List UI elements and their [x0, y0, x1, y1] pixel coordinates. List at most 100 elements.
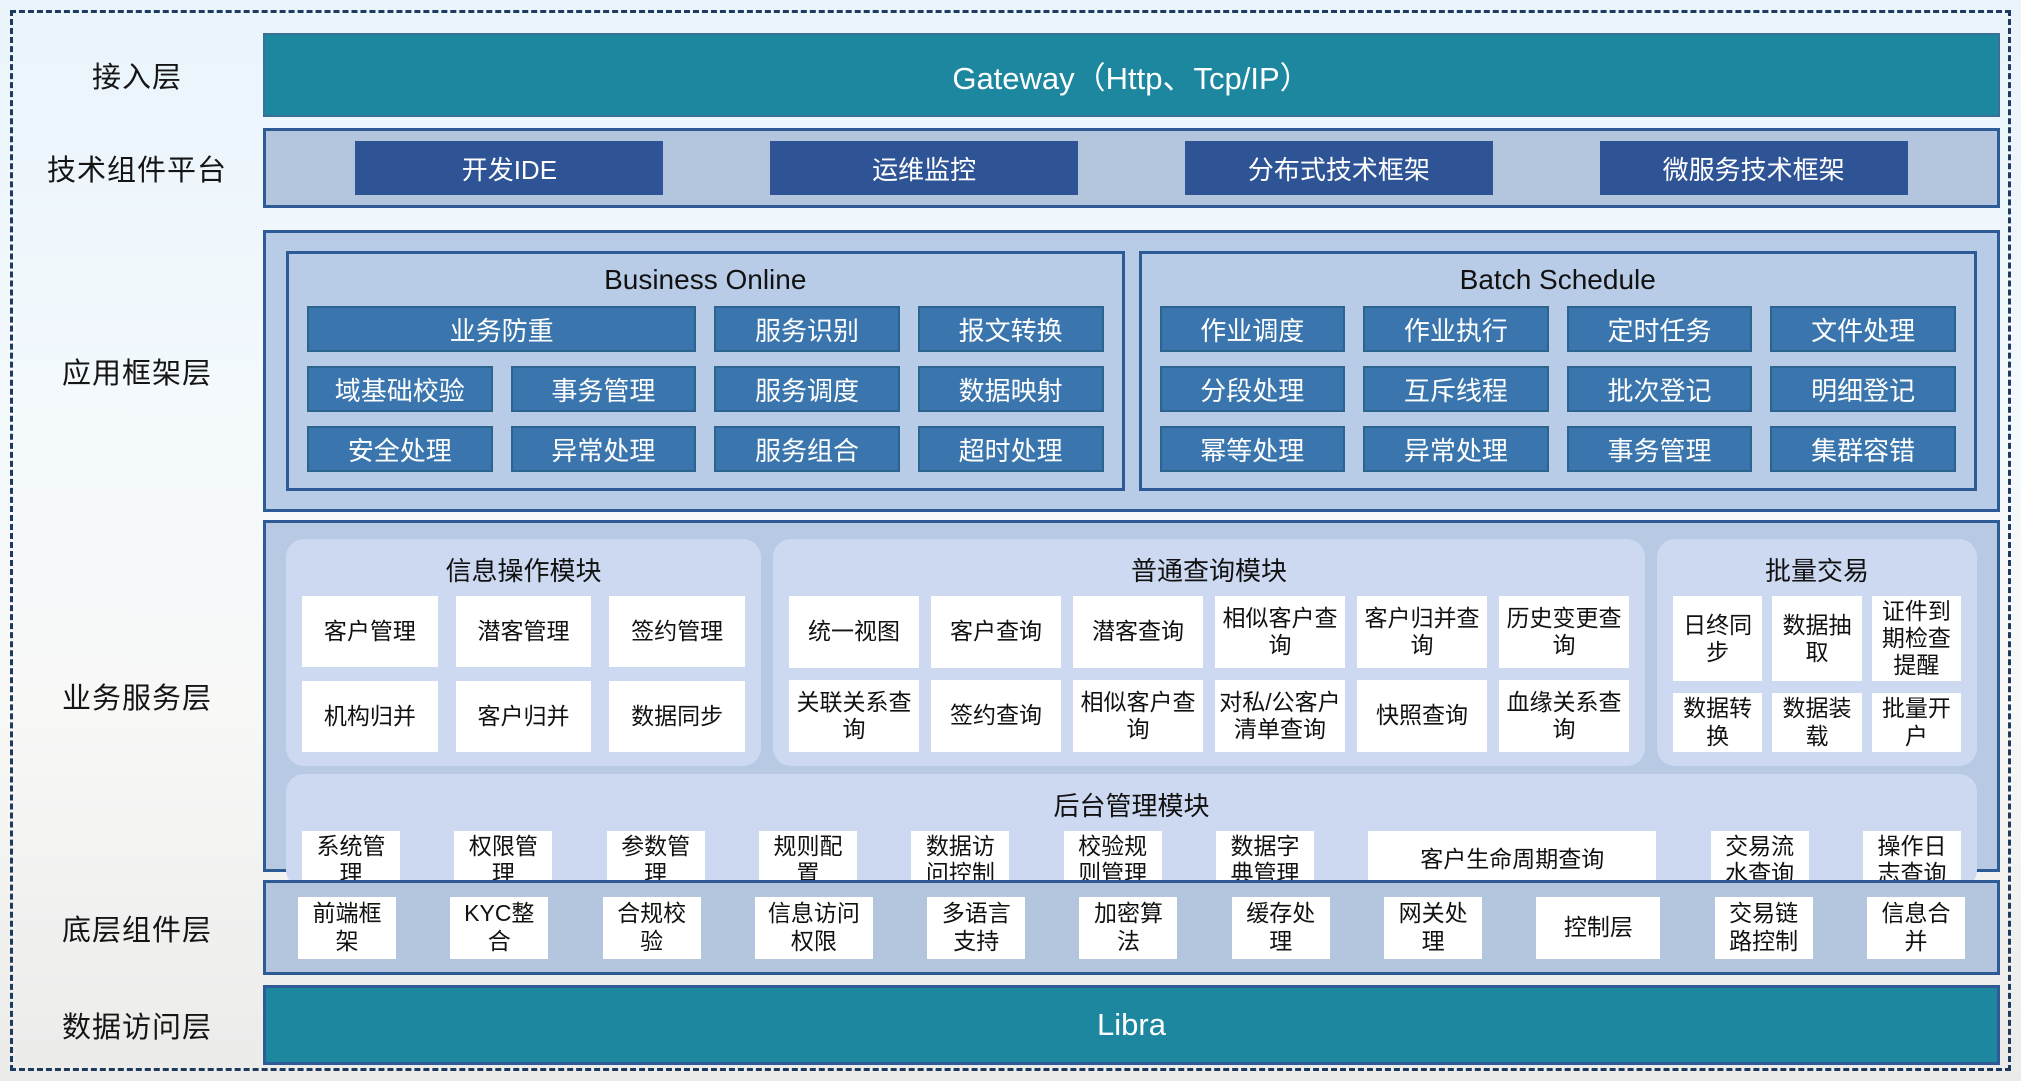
fw-button: 分段处理: [1159, 366, 1346, 412]
gateway-bar: Gateway（Http、Tcp/IP）: [263, 33, 2000, 117]
admin-module-row: 系统管理 权限管理 参数管理 规则配置 数据访问控制 校验规则管理 数据字典管理…: [302, 830, 1961, 889]
info-operation-grid: 客户管理 潜客管理 签约管理 机构归并 客户归并 数据同步: [302, 596, 745, 752]
tech-item-distributed-framework: 分布式技术框架: [1184, 141, 1493, 195]
module-cell: 客户查询: [931, 596, 1061, 668]
fw-button: 作业调度: [1159, 306, 1346, 352]
fw-button: 事务管理: [510, 366, 697, 412]
fw-button: 文件处理: [1770, 306, 1956, 352]
admin-module-title: 后台管理模块: [1053, 790, 1210, 821]
module-cell: 统一视图: [789, 596, 919, 668]
fw-button: 事务管理: [1566, 426, 1753, 472]
module-cell: 签约查询: [931, 679, 1061, 752]
tech-item-dev-ide: 开发IDE: [355, 141, 664, 195]
batch-schedule-panel: Batch Schedule 作业调度 作业执行 定时任务 文件处理 分段处理 …: [1138, 251, 1977, 491]
module-cell: 快照查询: [1357, 679, 1487, 752]
fw-button: 超时处理: [917, 426, 1104, 472]
libra-bar: Libra: [263, 985, 2000, 1065]
fw-button: 集群容错: [1770, 426, 1956, 472]
bottom-components-row: 前端框架 KYC整合 合规校验 信息访问权限 多语言支持 加密算法 缓存处理 网…: [263, 880, 2000, 975]
batch-transaction-grid: 日终同步 数据抽取 证件到期检查提醒 数据转换 数据装载 批量开户: [1673, 596, 1961, 752]
module-cell: 历史变更查询: [1499, 596, 1629, 668]
fw-button: 服务识别: [714, 306, 900, 352]
fw-button: 数据映射: [917, 366, 1104, 412]
fw-button: 安全处理: [307, 426, 493, 472]
module-cell: 操作日志查询: [1862, 830, 1961, 889]
tech-item-ops-monitor: 运维监控: [770, 141, 1079, 195]
component-cell: 加密算法: [1079, 896, 1178, 959]
layer-label-access: 接入层: [91, 62, 182, 94]
module-cell: 相似客户查询: [1073, 679, 1203, 752]
component-cell: 信息合并: [1866, 896, 1965, 959]
batch-transaction-module-title: 批量交易: [1764, 556, 1869, 586]
component-cell: 多语言支持: [927, 896, 1026, 959]
module-cell: 机构归并: [302, 680, 438, 752]
app-framework-container: Business Online 业务防重 服务识别 报文转换 域基础校验 事务管…: [263, 230, 2000, 512]
gateway-bar-label: Gateway（Http、Tcp/IP）: [952, 60, 1311, 96]
module-cell: 客户归并: [455, 680, 592, 752]
fw-button: 报文转换: [917, 306, 1104, 352]
component-cell: 网关处理: [1384, 896, 1483, 959]
business-service-container: 信息操作模块 客户管理 潜客管理 签约管理 机构归并 客户归并 数据同步 普通查…: [263, 520, 2000, 889]
module-cell: 交易流水查询: [1710, 830, 1809, 889]
general-query-module-title: 普通查询模块: [1130, 556, 1287, 586]
module-cell: 客户管理: [302, 596, 438, 667]
fw-button: 异常处理: [510, 426, 697, 472]
component-cell: 前端框架: [298, 896, 396, 959]
module-cell: 日终同步: [1673, 596, 1763, 682]
general-query-module: 普通查询模块 统一视图 客户查询 潜客查询 相似客户查询 客户归并查询 历史变更…: [773, 539, 1645, 766]
tech-item-microservice-framework: 微服务技术框架: [1599, 141, 1908, 195]
component-cell: 合规校验: [602, 896, 701, 959]
component-cell: 信息访问权限: [754, 896, 873, 959]
batch-schedule-grid: 作业调度 作业执行 定时任务 文件处理 分段处理 互斥线程 批次登记 明细登记 …: [1159, 306, 1956, 472]
module-cell: 数据抽取: [1772, 596, 1862, 682]
info-operation-module: 信息操作模块 客户管理 潜客管理 签约管理 机构归并 客户归并 数据同步: [286, 539, 761, 766]
module-cell: 关联关系查询: [789, 679, 919, 752]
module-cell: 客户归并查询: [1357, 596, 1487, 668]
fw-button: 服务调度: [714, 366, 900, 412]
fw-button: 明细登记: [1770, 366, 1956, 412]
fw-button: 定时任务: [1566, 306, 1753, 352]
admin-module: 后台管理模块 系统管理 权限管理 参数管理 规则配置 数据访问控制 校验规则管理…: [286, 773, 1977, 889]
module-cell: 潜客查询: [1073, 596, 1203, 668]
fw-button: 作业执行: [1363, 306, 1549, 352]
fw-button: 服务组合: [714, 426, 900, 472]
layer-label-tech-platform: 技术组件平台: [46, 155, 227, 187]
layer-label-app-framework: 应用框架层: [61, 358, 212, 390]
module-cell: 系统管理: [302, 830, 400, 889]
component-cell: KYC整合: [450, 896, 549, 959]
module-cell: 批量开户: [1871, 693, 1961, 752]
module-cell: 数据转换: [1673, 693, 1763, 752]
component-cell: 控制层: [1536, 896, 1661, 959]
module-cell: 参数管理: [606, 830, 705, 889]
layer-label-data-access: 数据访问层: [61, 1012, 212, 1044]
batch-schedule-title: Batch Schedule: [1459, 264, 1656, 295]
business-service-top-row: 信息操作模块 客户管理 潜客管理 签约管理 机构归并 客户归并 数据同步 普通查…: [286, 539, 1977, 766]
fw-button: 域基础校验: [307, 366, 493, 412]
module-cell: 规则配置: [758, 830, 857, 889]
module-cell: 数据装载: [1772, 693, 1862, 752]
module-cell: 数据访问控制: [911, 830, 1010, 889]
fw-button: 异常处理: [1363, 426, 1549, 472]
module-cell: 权限管理: [454, 830, 553, 889]
module-cell: 潜客管理: [455, 596, 592, 667]
module-cell: 数据同步: [609, 680, 745, 752]
component-cell: 缓存处理: [1231, 896, 1330, 959]
tech-platform-row: 开发IDE 运维监控 分布式技术框架 微服务技术框架: [263, 128, 2000, 208]
business-online-title: Business Online: [604, 264, 807, 295]
info-operation-module-title: 信息操作模块: [445, 556, 602, 586]
business-online-panel: Business Online 业务防重 服务识别 报文转换 域基础校验 事务管…: [286, 251, 1125, 491]
fw-button: 批次登记: [1566, 366, 1753, 412]
fw-button: 幂等处理: [1159, 426, 1346, 472]
module-cell: 签约管理: [609, 596, 745, 667]
module-cell: 对私/公客户清单查询: [1215, 679, 1345, 752]
layer-label-business-service: 业务服务层: [61, 683, 212, 715]
batch-transaction-module: 批量交易 日终同步 数据抽取 证件到期检查提醒 数据转换 数据装载 批量开户: [1657, 539, 1977, 766]
fw-button: 业务防重: [307, 306, 697, 352]
module-cell: 客户生命周期查询: [1368, 830, 1657, 889]
business-online-grid: 业务防重 服务识别 报文转换 域基础校验 事务管理 服务调度 数据映射 安全处理…: [307, 306, 1104, 472]
fw-button: 互斥线程: [1363, 366, 1549, 412]
layer-label-bottom-components: 底层组件层: [61, 914, 212, 947]
general-query-grid: 统一视图 客户查询 潜客查询 相似客户查询 客户归并查询 历史变更查询 关联关系…: [789, 596, 1629, 752]
module-cell: 血缘关系查询: [1499, 679, 1629, 752]
component-cell: 交易链路控制: [1714, 896, 1813, 959]
